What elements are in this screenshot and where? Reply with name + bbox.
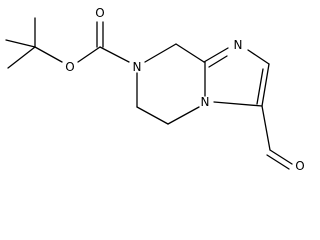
bond-aldehyde-double-1 (269, 149, 293, 165)
bond-carbonyl-carbon-to-nitrogen (99, 46, 130, 63)
bond-c6-c5 (136, 106, 169, 125)
bond-c3-aldehyde-carbon (261, 105, 271, 151)
bond-c8a-n1-inner (208, 55, 228, 68)
carbonyl-oxygen-label: O (95, 6, 104, 20)
ring-nitrogen-amide-label: N (133, 60, 142, 74)
bond-c5-n4 (167, 106, 200, 125)
bond-n1-c2 (247, 49, 270, 65)
aldehyde-oxygen-label: O (295, 159, 304, 173)
bond-c3-n4 (213, 101, 263, 107)
bond-tbu-to-ester-oxygen (34, 46, 63, 63)
bond-c8a-n1 (203, 47, 229, 63)
bond-tbu-methyl-bottom (7, 46, 36, 69)
ester-oxygen-label: O (65, 60, 74, 74)
bond-c2-c3-inner (256, 68, 264, 105)
bond-n7-c8 (144, 43, 177, 63)
bond-ester-oxygen-to-carbonyl-carbon (77, 46, 101, 63)
ring-nitrogen-bridge-label: N (201, 95, 210, 109)
imidazole-nitrogen-label: N (234, 38, 243, 52)
chemical-structure: O O N N N O (5, 6, 305, 173)
bond-aldehyde-double-2 (266, 154, 290, 170)
bond-c8-c8a (175, 43, 205, 63)
bond-c2-c3-outer (261, 63, 270, 107)
bond-tbu-methyl-left (5, 39, 36, 48)
